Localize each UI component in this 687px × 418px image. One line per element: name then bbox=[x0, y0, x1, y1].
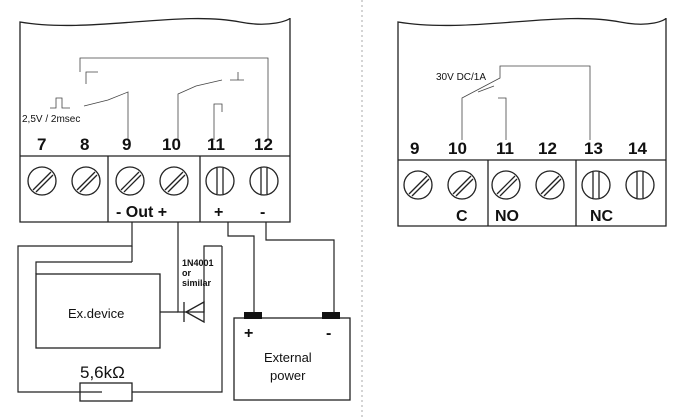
right-screw-10 bbox=[447, 170, 477, 200]
power-plus-terminal bbox=[244, 312, 262, 319]
left-terminal-num: 8 bbox=[80, 135, 89, 154]
ex-device-box bbox=[35, 273, 161, 349]
left-screw-11 bbox=[205, 166, 235, 196]
left-screw-8 bbox=[71, 166, 101, 196]
pulse-label: 2,5V / 2msec bbox=[22, 114, 80, 125]
diode-label: similar bbox=[182, 278, 212, 288]
out-label: - Out + bbox=[116, 204, 167, 221]
left-module-housing bbox=[19, 17, 291, 223]
left-terminal-num: 10 bbox=[162, 135, 181, 154]
diode-symbol bbox=[183, 300, 205, 324]
device-label: Ex.device bbox=[68, 306, 124, 321]
right-screw-13 bbox=[581, 170, 611, 200]
left-terminal-num: 11 bbox=[207, 135, 225, 154]
right-terminal-num: 14 bbox=[628, 139, 647, 158]
right-switch-no bbox=[498, 97, 507, 140]
right-terminal-num: 10 bbox=[448, 139, 467, 158]
right-terminal-num: 11 bbox=[496, 139, 514, 158]
right-switch-c bbox=[461, 65, 591, 140]
plus-label: + bbox=[214, 204, 223, 221]
power-label: External bbox=[264, 350, 312, 365]
left-screw-7 bbox=[27, 166, 57, 196]
left-screw-9 bbox=[115, 166, 145, 196]
minus-label: - bbox=[260, 204, 265, 221]
power-minus-label: - bbox=[326, 325, 331, 342]
left-terminal-num: 9 bbox=[122, 135, 131, 154]
right-switch-blade bbox=[477, 85, 495, 93]
external-power-box bbox=[233, 317, 351, 401]
right-terminal-num: 12 bbox=[538, 139, 557, 158]
left-screw-10 bbox=[159, 166, 189, 196]
right-terminal-num: 9 bbox=[410, 139, 419, 158]
left-internal-tap bbox=[85, 71, 98, 84]
no-label: NO bbox=[495, 208, 519, 225]
left-screw-12 bbox=[249, 166, 279, 196]
right-screw-12 bbox=[535, 170, 565, 200]
pulse-symbol bbox=[50, 97, 70, 109]
wire-minus-to-power bbox=[265, 222, 335, 312]
left-switch-ground bbox=[230, 72, 244, 81]
power-minus-terminal bbox=[322, 312, 340, 319]
wire-out-minus bbox=[17, 222, 133, 393]
right-terminal-num: 13 bbox=[584, 139, 603, 158]
left-switch-10 bbox=[177, 79, 223, 140]
left-terminal-num: 12 bbox=[254, 135, 273, 154]
left-switch-11 bbox=[213, 103, 223, 140]
left-switch-9 bbox=[83, 91, 129, 140]
right-screw-11 bbox=[491, 170, 521, 200]
left-terminal-num: 7 bbox=[37, 135, 46, 154]
right-screw-14 bbox=[625, 170, 655, 200]
right-screw-9 bbox=[403, 170, 433, 200]
nc-label: NC bbox=[590, 208, 614, 225]
diode-label: 1N4001 bbox=[182, 258, 214, 268]
resistor-label: 5,6kΩ bbox=[80, 363, 125, 382]
left-internal-loop bbox=[79, 57, 269, 140]
wire-resistor-right bbox=[132, 246, 223, 393]
rating-label: 30V DC/1A bbox=[436, 72, 486, 83]
power-plus-label: + bbox=[244, 325, 253, 342]
wire-plus-to-power bbox=[227, 222, 255, 312]
wire-device-top bbox=[35, 261, 132, 274]
right-module-housing bbox=[397, 17, 667, 227]
diode-label: or bbox=[182, 268, 191, 278]
c-label: C bbox=[456, 208, 468, 225]
power-label: power bbox=[270, 368, 306, 383]
